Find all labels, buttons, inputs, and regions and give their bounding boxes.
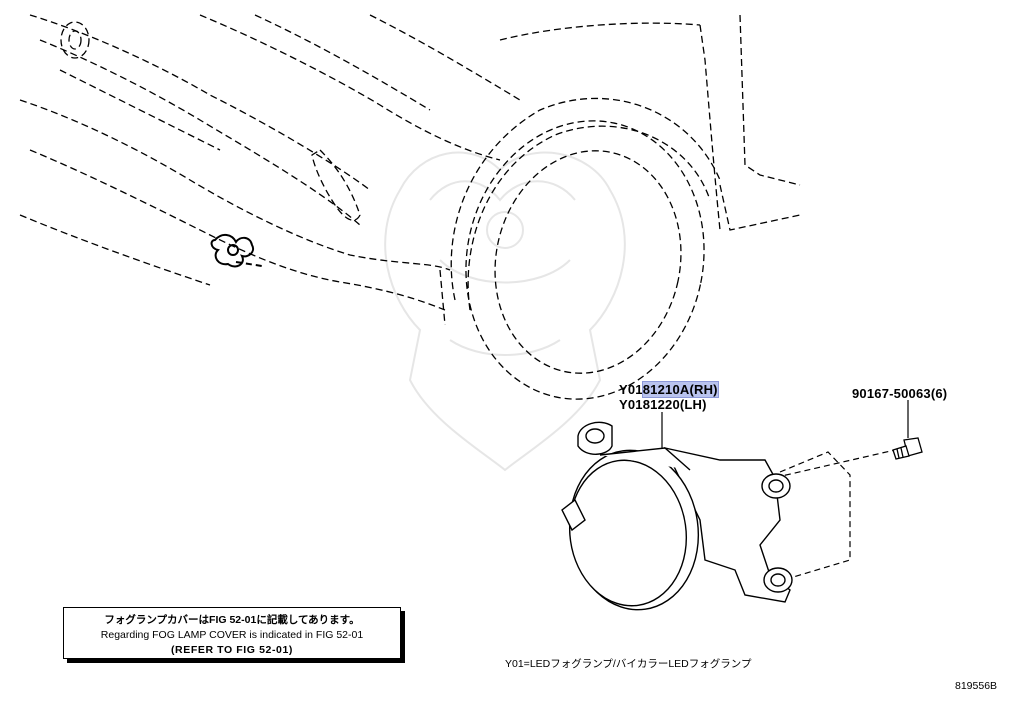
watermark-crest <box>384 151 626 472</box>
note-line-ja: フォグランプカバーはFIG 52-01に記載してあります。 <box>104 614 360 626</box>
callout-bolt[interactable]: 90167-50063(6) <box>852 386 948 401</box>
note-box: フォグランプカバーはFIG 52-01に記載してあります。 Regarding … <box>63 607 401 659</box>
note-line-en: Regarding FOG LAMP COVER is indicated in… <box>100 629 364 641</box>
car-body <box>19 14 801 326</box>
figure-code: 819556B <box>955 680 998 692</box>
callout-fog-lamp-rh-prefix: Y01 <box>619 382 643 397</box>
wheel <box>450 97 721 400</box>
fog-lamp-assembly[interactable] <box>559 421 793 618</box>
footnote: Y01=LEDフォグランプ/バイカラーLEDフォグランプ <box>505 658 752 670</box>
callout-fog-lamp-lh[interactable]: Y0181220(LH) <box>619 397 707 412</box>
callout-fog-lamp-rh-number[interactable]: 81210A(RH) <box>641 381 719 398</box>
fog-lamp-mount-clip <box>210 234 263 268</box>
bolt[interactable] <box>892 437 923 460</box>
leader-lines <box>661 400 909 450</box>
note-reference-link[interactable]: (REFER TO FIG 52-01) <box>170 644 294 656</box>
callout-fog-lamp-rh[interactable]: Y0181210A(RH) <box>619 381 719 398</box>
